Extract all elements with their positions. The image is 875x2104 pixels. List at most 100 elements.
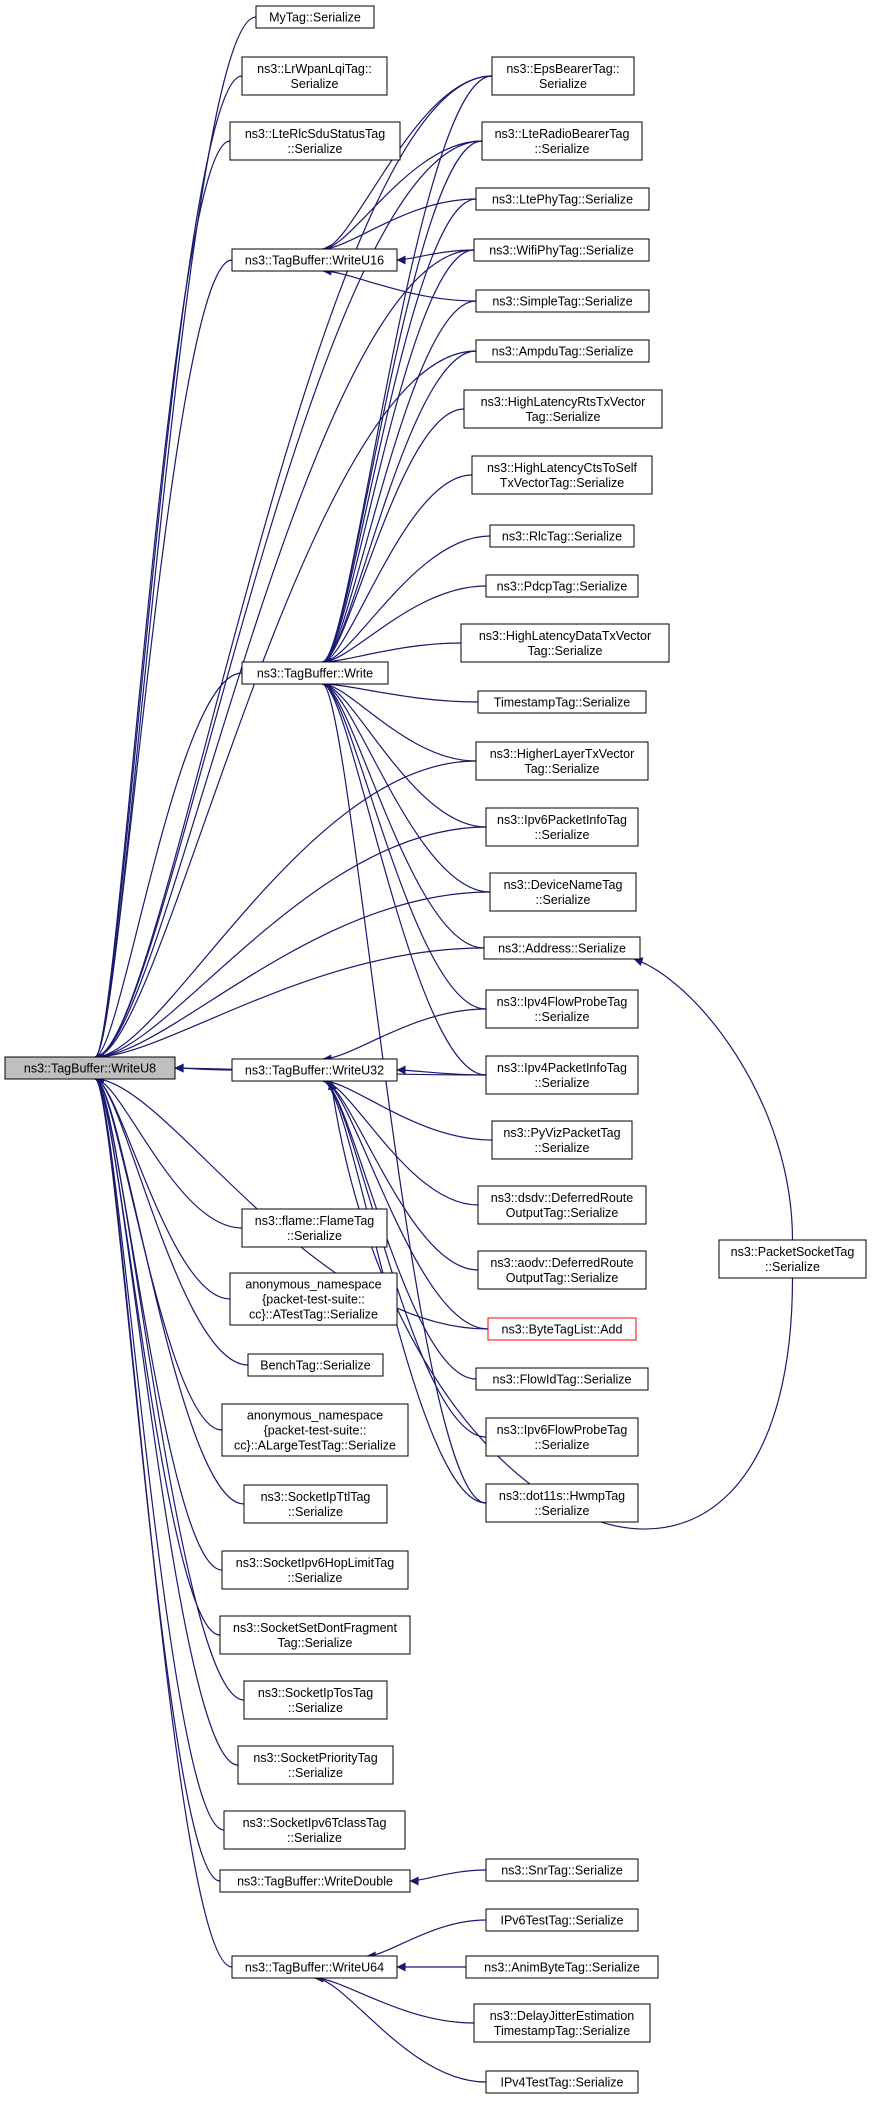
edge-hlrts-to-write — [321, 408, 465, 667]
node-hwmp[interactable]: ns3::dot11s::HwmpTag::Serialize — [485, 1483, 639, 1523]
node-devname[interactable]: ns3::DeviceNameTag::Serialize — [489, 872, 637, 912]
node-write_u8[interactable]: ns3::TagBuffer::WriteU8 — [4, 1056, 176, 1080]
node-ipv6flow-box — [485, 1417, 639, 1457]
node-ampdu[interactable]: ns3::AmpduTag::Serialize — [475, 339, 650, 363]
node-ltephy[interactable]: ns3::LtePhyTag::Serialize — [475, 187, 650, 211]
node-dsdv[interactable]: ns3::dsdv::DeferredRouteOutputTag::Seria… — [477, 1185, 647, 1225]
node-ipv4flow-label-1: ::Serialize — [535, 1010, 590, 1024]
node-ipv4test[interactable]: IPv4TestTag::Serialize — [485, 2070, 639, 2094]
node-ipv6pktinfo[interactable]: ns3::Ipv6PacketInfoTag::Serialize — [485, 807, 639, 847]
node-address[interactable]: ns3::Address::Serialize — [483, 936, 641, 960]
node-priority-box — [237, 1745, 394, 1785]
node-write_u64[interactable]: ns3::TagBuffer::WriteU64 — [231, 1955, 398, 1979]
node-lrwpan-box — [241, 56, 388, 96]
node-iptos[interactable]: ns3::SocketIpTosTag::Serialize — [243, 1680, 388, 1720]
node-atest-label-0: anonymous_namespace — [245, 1278, 381, 1292]
node-epsbearer[interactable]: ns3::EpsBearerTag::Serialize — [491, 56, 635, 96]
node-lterlcsdu[interactable]: ns3::LteRlcSduStatusTag::Serialize — [229, 121, 401, 161]
node-delayjitter-box — [473, 2003, 651, 2043]
edge-bytetaglist-to-write_u32 — [322, 1076, 489, 1330]
node-bench-box — [247, 1353, 384, 1377]
node-dontfrag-label-0: ns3::SocketSetDontFragment — [233, 1621, 397, 1635]
edge-iptos-to-write_u8 — [94, 1074, 245, 1701]
node-rlc[interactable]: ns3::RlcTag::Serialize — [489, 524, 635, 548]
edge-write_u16-to-write_u8 — [94, 259, 233, 1062]
node-hlcts-box — [471, 455, 653, 495]
node-bench-label-0: BenchTag::Serialize — [260, 1359, 371, 1373]
node-rlc-box — [489, 524, 635, 548]
edge-bench-to-write_u8 — [94, 1074, 249, 1366]
node-alarge[interactable]: anonymous_namespace{packet-test-suite::c… — [221, 1403, 409, 1457]
node-higherlayer-label-0: ns3::HigherLayerTxVector — [490, 747, 635, 761]
node-wifiphy[interactable]: ns3::WifiPhyTag::Serialize — [473, 238, 650, 262]
node-ipv6test-box — [485, 1908, 639, 1932]
node-pktsocket[interactable]: ns3::PacketSocketTag::Serialize — [718, 1239, 867, 1279]
node-ipttl-box — [243, 1484, 388, 1524]
node-hwmp-label-0: ns3::dot11s::HwmpTag — [499, 1489, 625, 1503]
node-timestamp[interactable]: TimestampTag::Serialize — [477, 690, 647, 714]
node-ipv4pktinfo[interactable]: ns3::Ipv4PacketInfoTag::Serialize — [485, 1055, 639, 1095]
node-simple[interactable]: ns3::SimpleTag::Serialize — [475, 289, 650, 313]
node-mytag[interactable]: MyTag::Serialize — [255, 5, 375, 29]
node-flowid[interactable]: ns3::FlowIdTag::Serialize — [475, 1367, 649, 1391]
node-delayjitter[interactable]: ns3::DelayJitterEstimationTimestampTag::… — [473, 2003, 651, 2043]
node-lteradio[interactable]: ns3::LteRadioBearerTag::Serialize — [481, 121, 643, 161]
node-epsbearer-box — [491, 56, 635, 96]
node-write_u32[interactable]: ns3::TagBuffer::WriteU32 — [231, 1058, 398, 1082]
edge-higherlayer-to-write — [321, 679, 477, 762]
edge-hlcts-to-write — [321, 474, 473, 667]
node-ipv6hop[interactable]: ns3::SocketIpv6HopLimitTag::Serialize — [221, 1550, 409, 1590]
node-timestamp-box — [477, 690, 647, 714]
node-flame[interactable]: ns3::flame::FlameTag::Serialize — [241, 1208, 388, 1248]
node-ipv4test-box — [485, 2070, 639, 2094]
node-devname-box — [489, 872, 637, 912]
edge-wifiphy-to-write_u16 — [396, 249, 475, 265]
node-snr-label-0: ns3::SnrTag::Serialize — [501, 1864, 623, 1878]
node-ipv6tclass[interactable]: ns3::SocketIpv6TclassTag::Serialize — [223, 1810, 406, 1850]
node-write_double-box — [219, 1869, 411, 1893]
node-snr[interactable]: ns3::SnrTag::Serialize — [485, 1858, 639, 1882]
node-write_u16[interactable]: ns3::TagBuffer::WriteU16 — [231, 248, 398, 272]
node-ipv6flow[interactable]: ns3::Ipv6FlowProbeTag::Serialize — [485, 1417, 639, 1457]
edge-wifiphy-to-write_u8 — [94, 249, 475, 1062]
node-animbyte[interactable]: ns3::AnimByteTag::Serialize — [465, 1955, 659, 1979]
node-hlcts-label-0: ns3::HighLatencyCtsToSelf — [487, 461, 638, 475]
node-ipv4pktinfo-box — [485, 1055, 639, 1095]
node-devname-label-1: ::Serialize — [536, 893, 591, 907]
node-bytetaglist[interactable]: ns3::ByteTagList::Add — [487, 1317, 637, 1341]
node-lterlcsdu-label-0: ns3::LteRlcSduStatusTag — [245, 127, 385, 141]
node-aodv[interactable]: ns3::aodv::DeferredRouteOutputTag::Seria… — [477, 1250, 647, 1290]
node-hlrts[interactable]: ns3::HighLatencyRtsTxVectorTag::Serializ… — [463, 389, 663, 429]
node-lrwpan[interactable]: ns3::LrWpanLqiTag::Serialize — [241, 56, 388, 96]
node-higherlayer-box — [475, 741, 649, 781]
node-ipv4flow[interactable]: ns3::Ipv4FlowProbeTag::Serialize — [485, 989, 639, 1029]
edge-dontfrag-to-write_u8 — [94, 1074, 221, 1636]
node-lterlcsdu-label-1: ::Serialize — [288, 142, 343, 156]
edge-devname-to-write — [321, 679, 491, 893]
node-write[interactable]: ns3::TagBuffer::Write — [241, 661, 389, 685]
node-hlcts[interactable]: ns3::HighLatencyCtsToSelfTxVectorTag::Se… — [471, 455, 653, 495]
node-pyviz[interactable]: ns3::PyVizPacketTag::Serialize — [491, 1120, 633, 1160]
node-lteradio-box — [481, 121, 643, 161]
node-ipv6tclass-label-0: ns3::SocketIpv6TclassTag — [243, 1816, 387, 1830]
nodes: ns3::TagBuffer::WriteU8 MyTag::Serializen… — [4, 5, 867, 2094]
node-write_double[interactable]: ns3::TagBuffer::WriteDouble — [219, 1869, 411, 1893]
edge-devname-to-write_u8 — [94, 891, 491, 1062]
node-pyviz-label-0: ns3::PyVizPacketTag — [503, 1126, 620, 1140]
node-ipttl[interactable]: ns3::SocketIpTtlTag::Serialize — [243, 1484, 388, 1524]
node-ipv4pktinfo-label-0: ns3::Ipv4PacketInfoTag — [497, 1061, 627, 1075]
node-bench[interactable]: BenchTag::Serialize — [247, 1353, 384, 1377]
node-pdcp-box — [485, 574, 639, 598]
node-hldata[interactable]: ns3::HighLatencyDataTxVectorTag::Seriali… — [460, 623, 670, 663]
node-bytetaglist-label-0: ns3::ByteTagList::Add — [502, 1323, 623, 1337]
node-epsbearer-label-1: Serialize — [539, 77, 587, 91]
node-ipv6test[interactable]: IPv6TestTag::Serialize — [485, 1908, 639, 1932]
node-priority-label-0: ns3::SocketPriorityTag — [253, 1751, 377, 1765]
node-pyviz-label-1: ::Serialize — [535, 1141, 590, 1155]
node-priority[interactable]: ns3::SocketPriorityTag::Serialize — [237, 1745, 394, 1785]
node-atest[interactable]: anonymous_namespace{packet-test-suite::c… — [229, 1272, 398, 1326]
node-pdcp[interactable]: ns3::PdcpTag::Serialize — [485, 574, 639, 598]
